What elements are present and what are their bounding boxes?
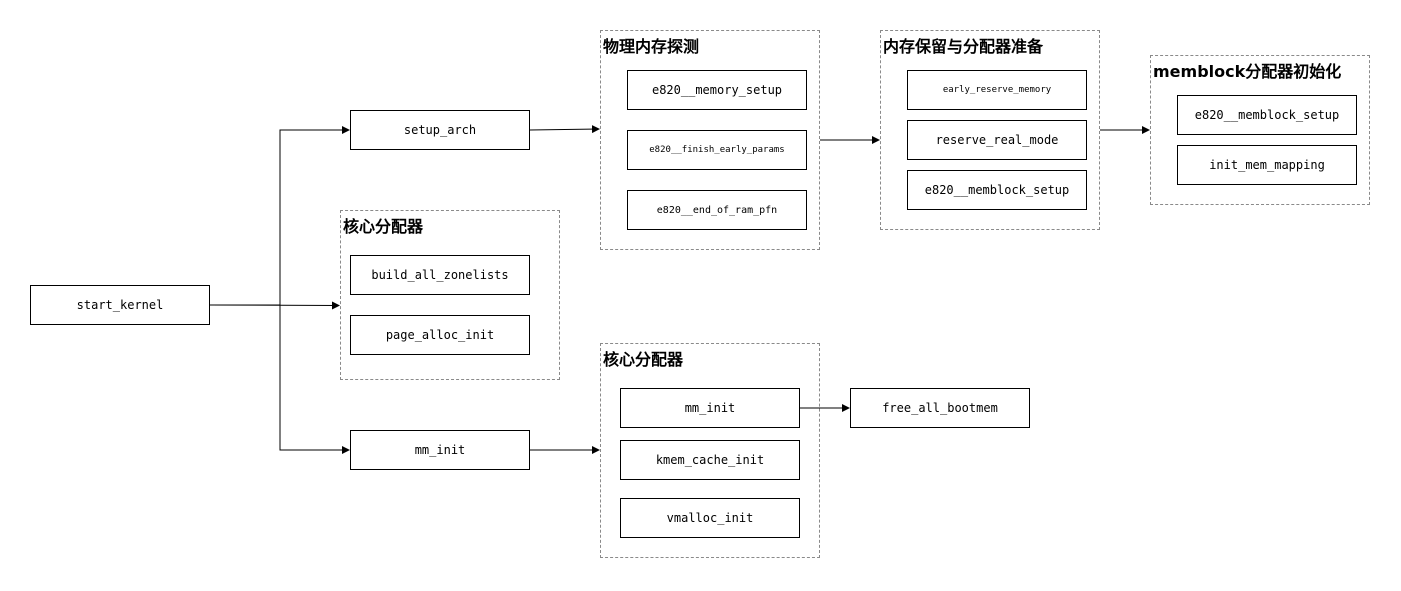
edge-setup-arch-to-physical-memory-probe [529,125,600,134]
group-title: 物理内存探测 [603,37,700,56]
node-reserve-real-mode: reserve_real_mode [907,120,1087,160]
node-setup-arch: setup_arch [350,110,530,150]
node-start-kernel: start_kernel [30,285,210,325]
node-e820-end-of-ram-pfn: e820__end_of_ram_pfn [627,190,807,230]
node-init-mem-mapping: init_mem_mapping [1177,145,1357,185]
edge-start-kernel-to-core-allocator [209,301,340,310]
node-e820-memblock-setup-memblock: e820__memblock_setup [1177,95,1357,135]
node-e820-memblock-setup: e820__memblock_setup [907,170,1087,210]
group-core-allocator-bottom: 核心分配器 [600,343,820,558]
edge-start-kernel-to-mm-init [279,305,350,454]
node-mm-init-inner: mm_init [620,388,800,428]
group-memory-reserve: 内存保留与分配器准备 [880,30,1100,230]
group-memblock-init: memblock分配器初始化 [1150,55,1370,205]
group-title: 内存保留与分配器准备 [883,37,1044,56]
node-early-reserve-memory: early_reserve_memory [907,70,1087,110]
node-page-alloc-init: page_alloc_init [350,315,530,355]
group-title: memblock分配器初始化 [1153,62,1342,81]
edge-start-kernel-to-setup-arch [210,126,350,306]
group-title: 核心分配器 [343,217,424,236]
group-core-allocator-top: 核心分配器 [340,210,560,380]
node-vmalloc-init: vmalloc_init [620,498,800,538]
node-mm-init: mm_init [350,430,530,470]
node-free-all-bootmem: free_all_bootmem [850,388,1030,428]
node-e820-memory-setup: e820__memory_setup [627,70,807,110]
node-e820-finish-early-params: e820__finish_early_params [627,130,807,170]
node-build-all-zonelists: build_all_zonelists [350,255,530,295]
node-kmem-cache-init: kmem_cache_init [620,440,800,480]
group-physical-memory-probe: 物理内存探测 [600,30,820,250]
group-title: 核心分配器 [603,350,684,369]
